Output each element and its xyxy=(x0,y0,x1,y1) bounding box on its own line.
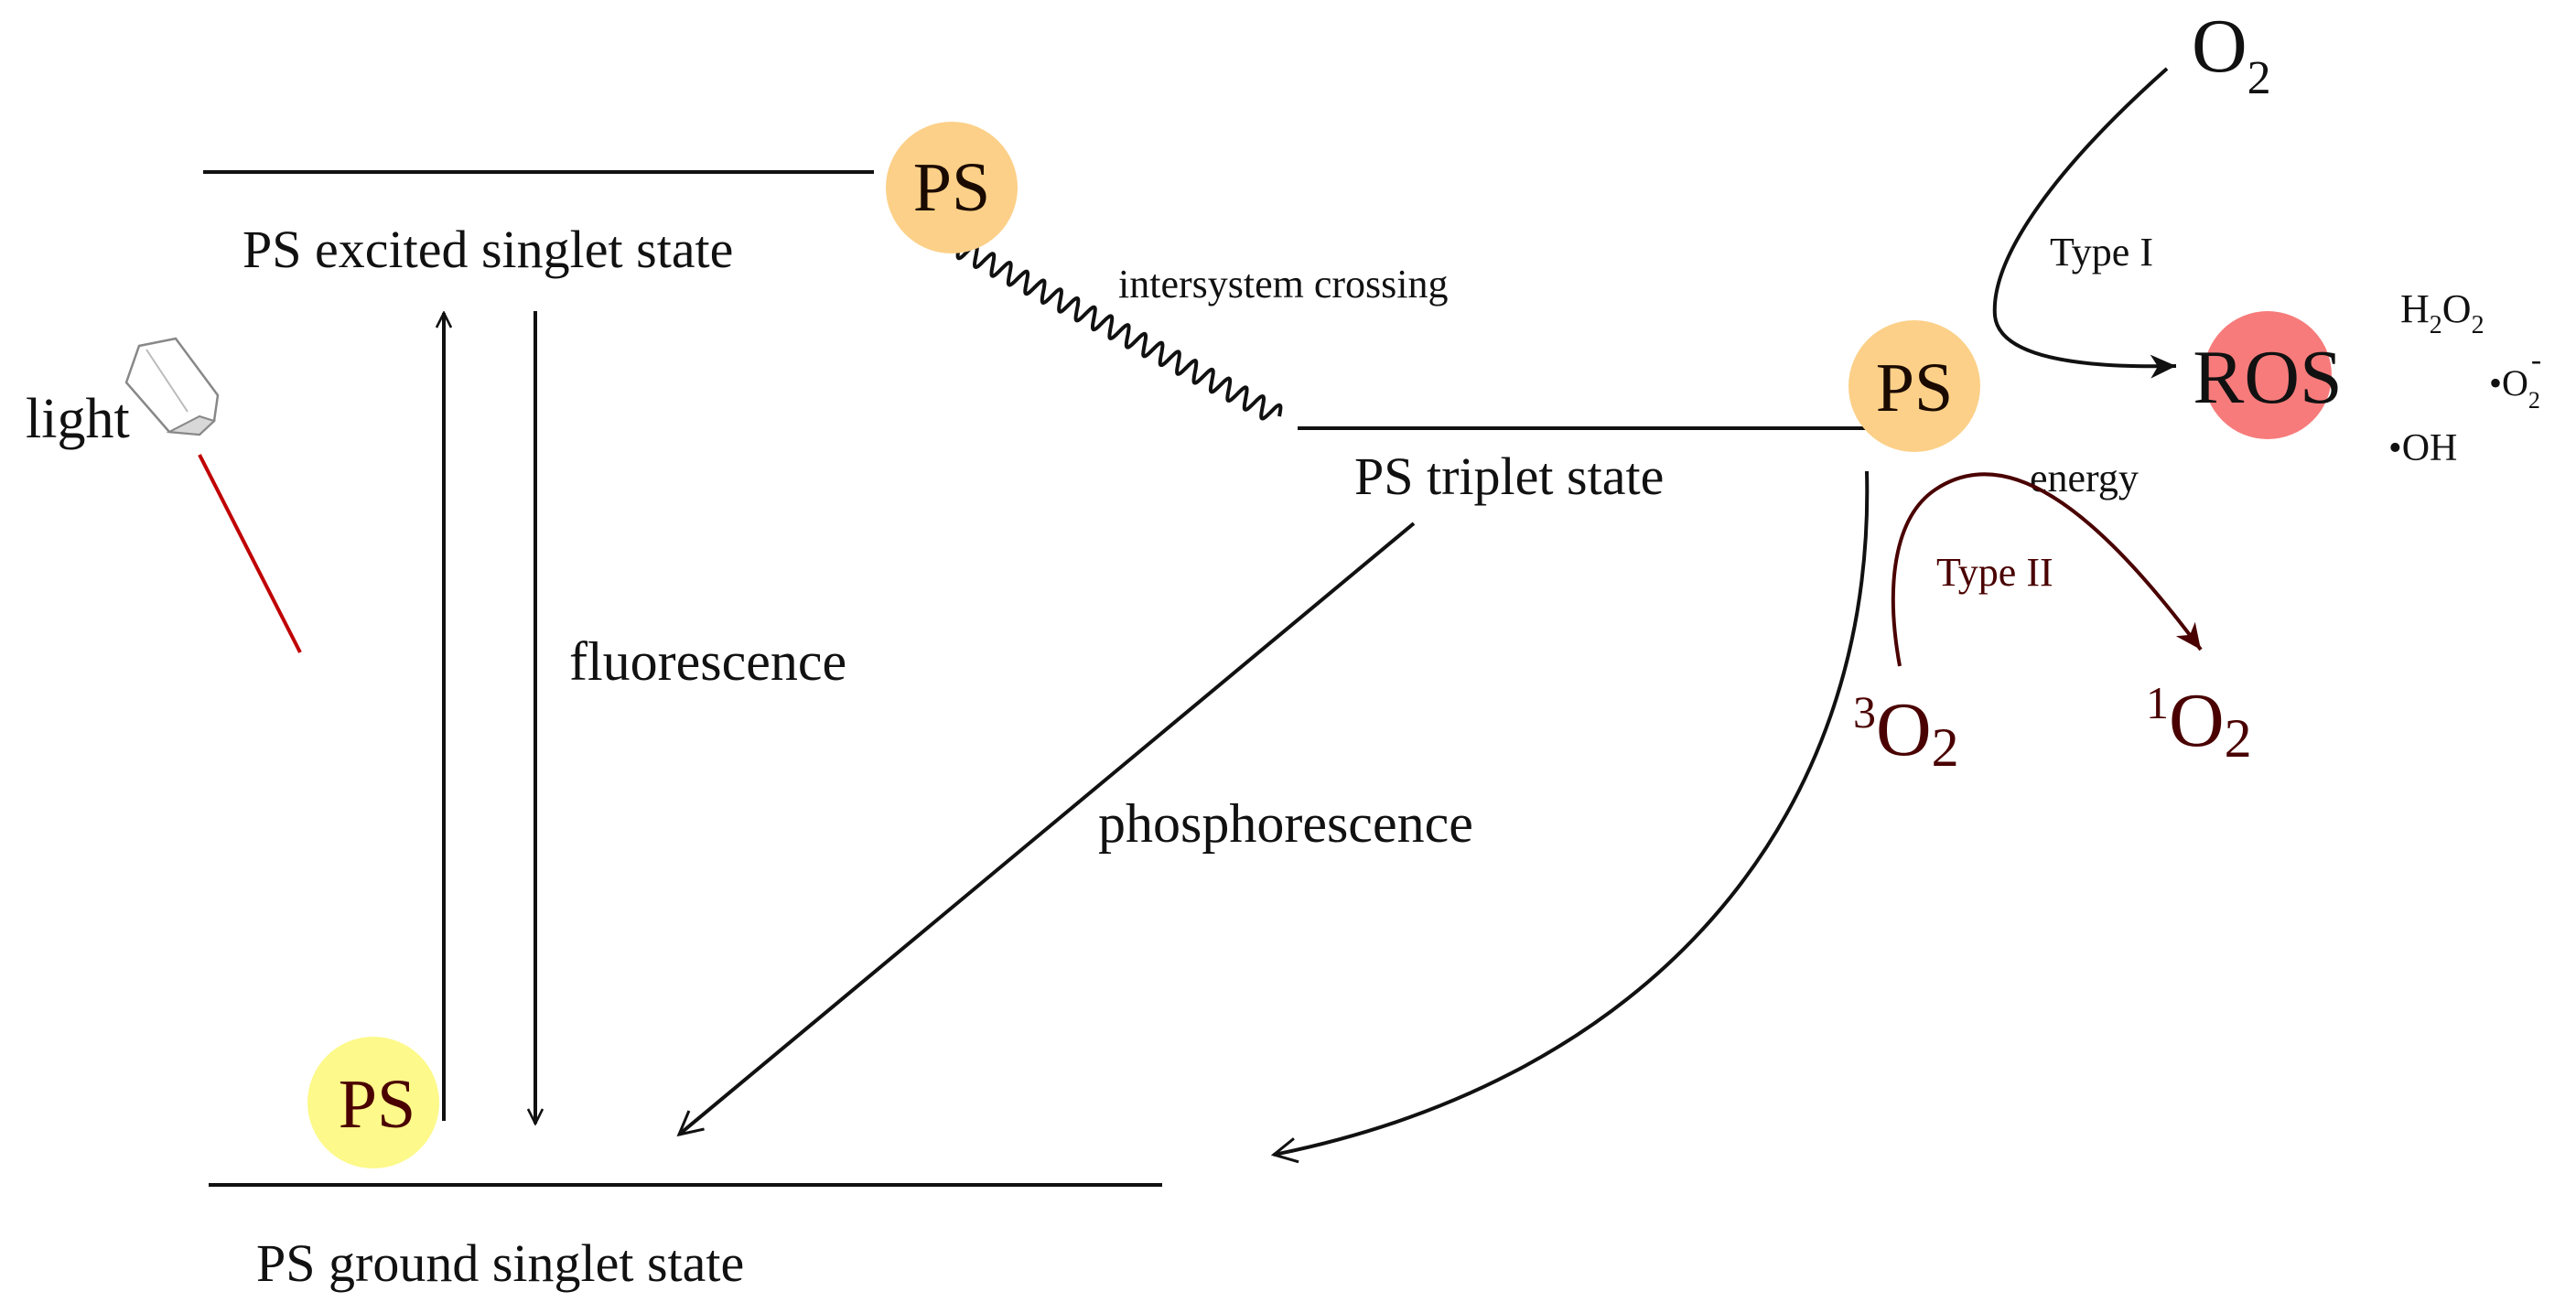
fluorescence-label: fluorescence xyxy=(569,631,846,692)
ground-singlet-label: PS ground singlet state xyxy=(256,1233,744,1293)
ps-ground-label: PS xyxy=(339,1066,416,1143)
type-II-arrow xyxy=(1891,472,2203,667)
light-source-icon xyxy=(124,337,302,653)
hydroxyl-label: •OH xyxy=(2388,427,2457,469)
type-II-label: Type II xyxy=(1936,550,2053,595)
triplet-to-ground-arrow xyxy=(1274,470,1870,1155)
phosphorescence-label: phosphorescence xyxy=(1098,793,1473,854)
light-label: light xyxy=(26,388,130,450)
triplet-oxygen-label: 3O2 xyxy=(1853,686,1959,778)
ps-excited-label: PS xyxy=(913,149,991,226)
ps-triplet-molecule: PS xyxy=(1848,320,1980,452)
ps-ground-molecule: PS xyxy=(307,1037,439,1168)
h2o2-label: H2O2 xyxy=(2400,286,2484,339)
ros-molecule: ROS xyxy=(2193,311,2343,439)
intersystem-crossing-label: intersystem crossing xyxy=(1118,262,1449,307)
ros-circle xyxy=(2204,311,2332,439)
singlet-oxygen-label: 1O2 xyxy=(2146,677,2252,769)
phosphorescence-arrow xyxy=(679,522,1416,1135)
triplet-label: PS triplet state xyxy=(1354,447,1664,506)
o2-top-label: O2 xyxy=(2192,4,2271,104)
ps-ground-circle xyxy=(307,1037,439,1168)
type-I-label: Type I xyxy=(2050,230,2153,274)
excited-singlet-label: PS excited singlet state xyxy=(243,220,733,279)
ps-triplet-label: PS xyxy=(1876,350,1954,426)
ros-label: ROS xyxy=(2193,335,2342,420)
ps-triplet-circle xyxy=(1848,320,1980,452)
type-I-arrow xyxy=(1992,67,2177,379)
intersystem-crossing-arrow xyxy=(955,242,1283,421)
ps-excited-circle xyxy=(886,122,1018,253)
superoxide-label: •O2- xyxy=(2489,343,2541,414)
ps-excited-molecule: PS xyxy=(886,122,1018,253)
